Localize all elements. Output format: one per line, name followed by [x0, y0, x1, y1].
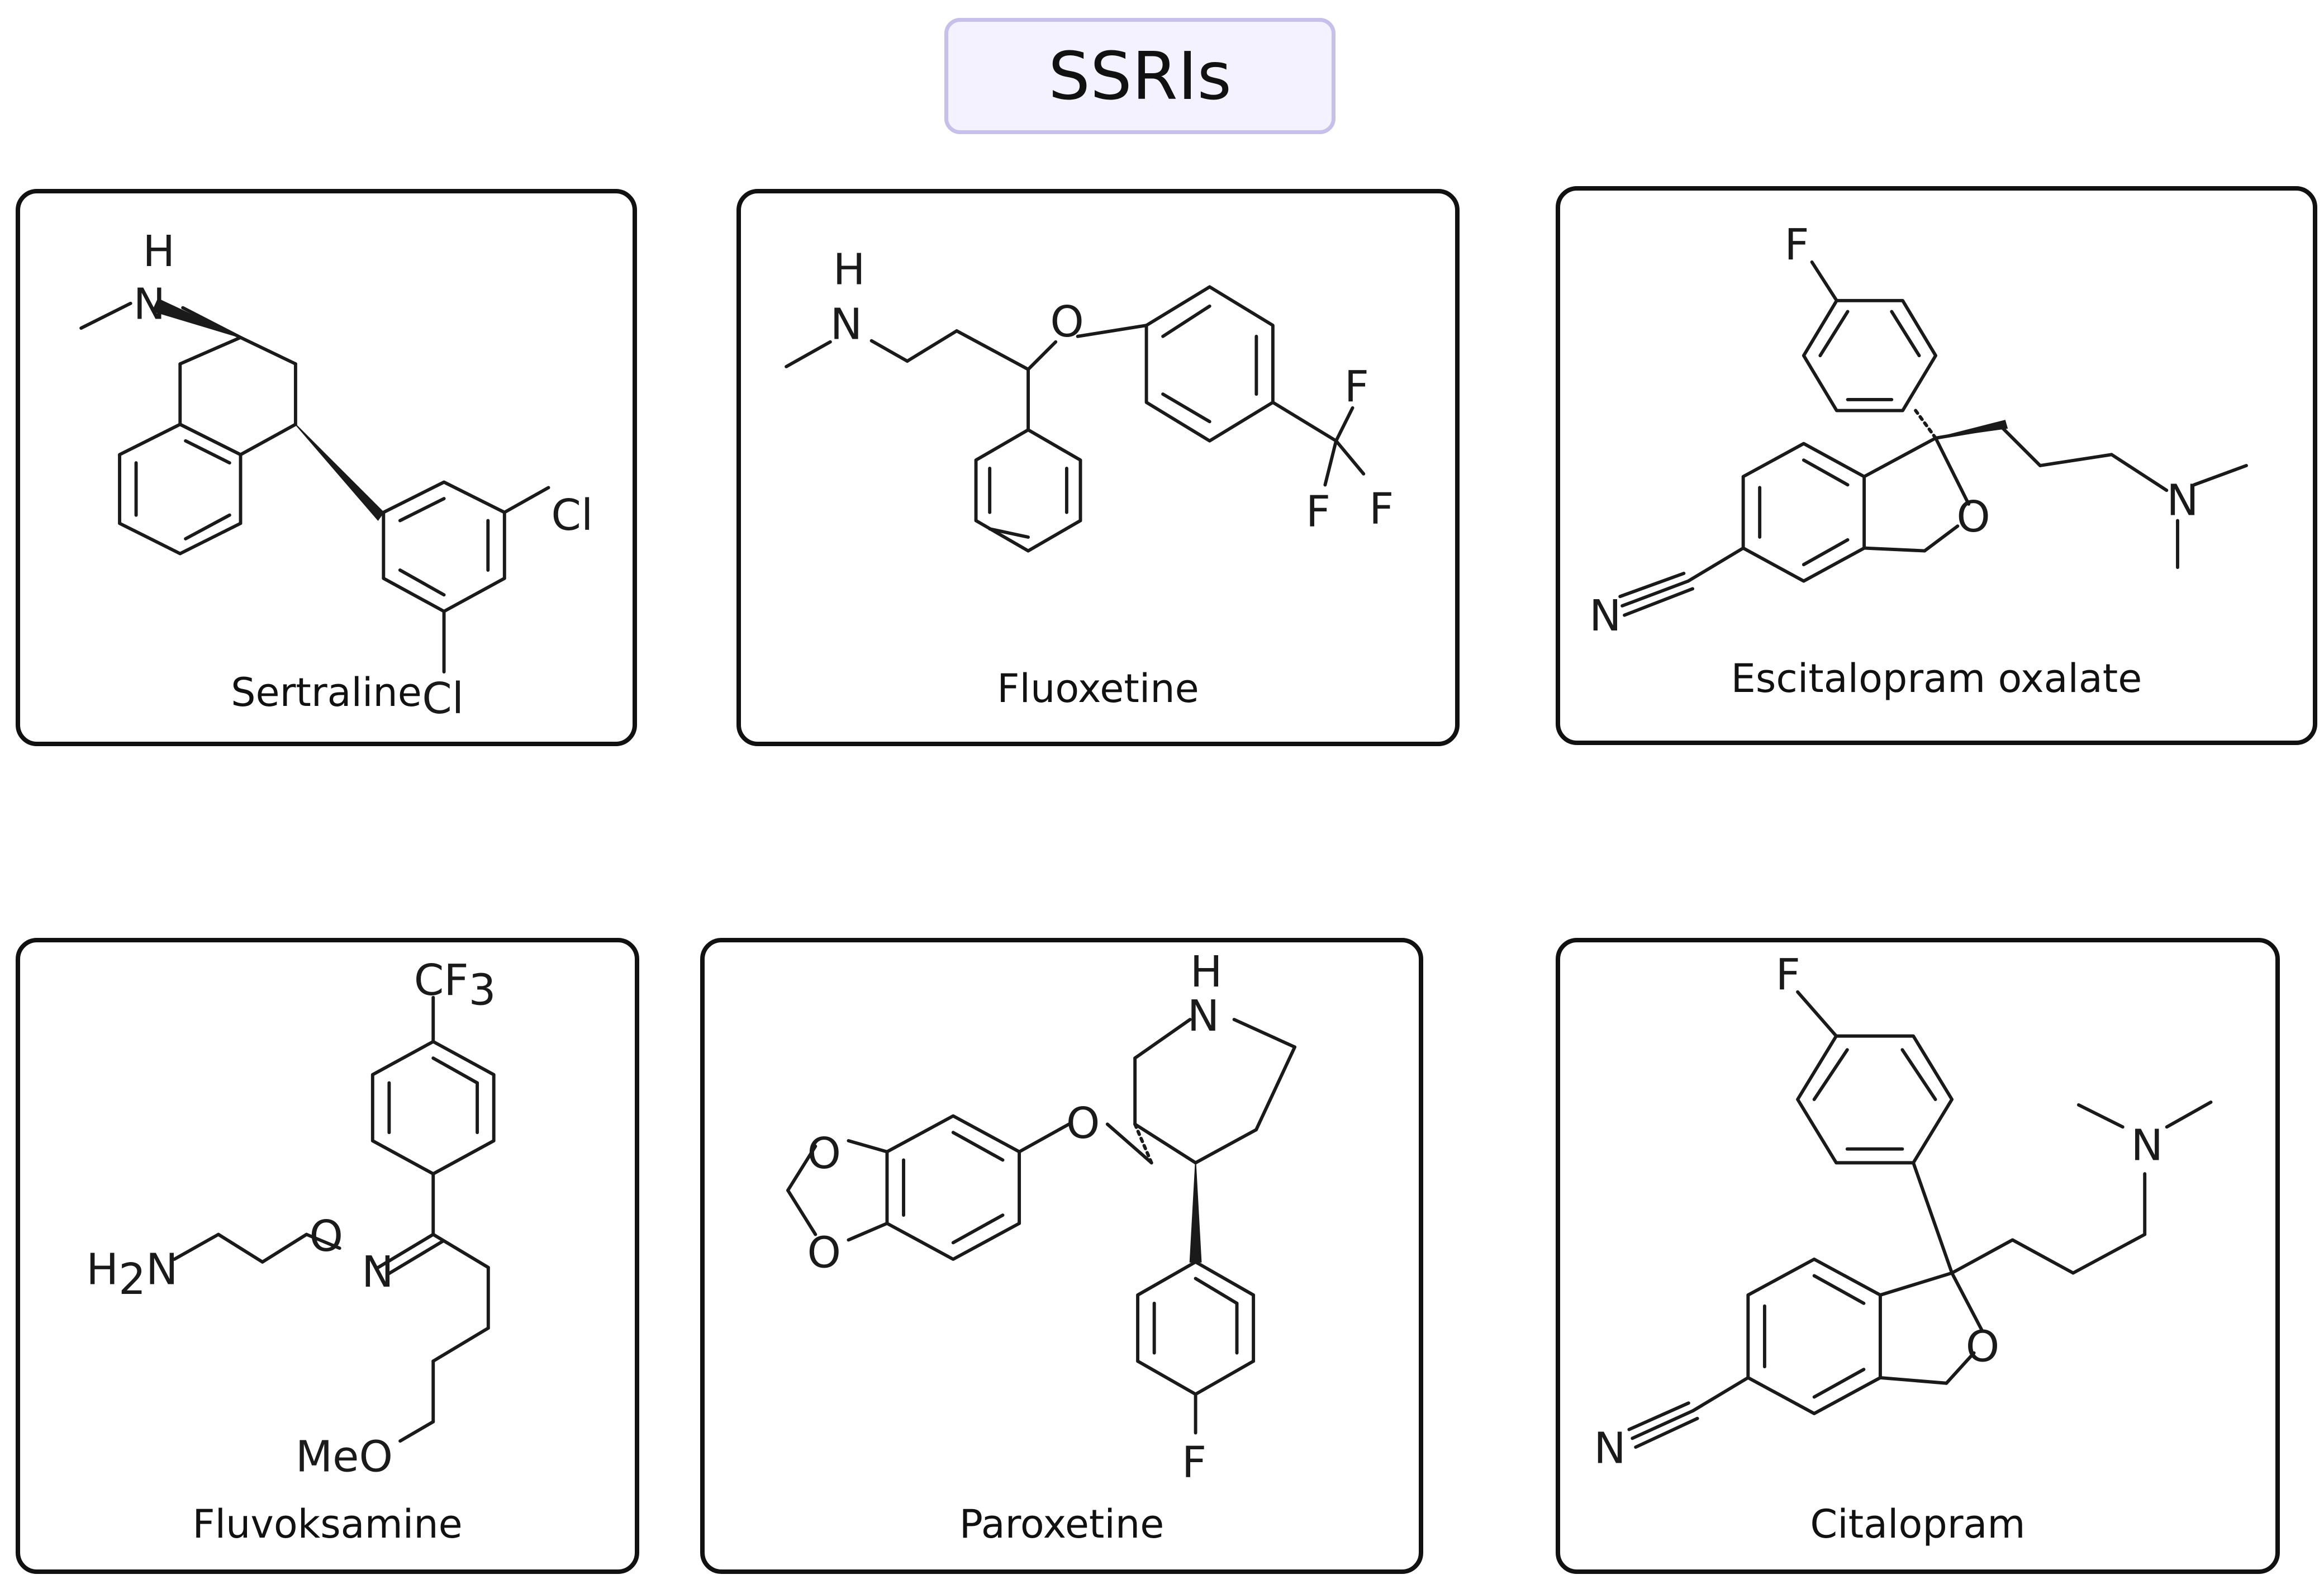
- citalopram-bonds: [1627, 990, 2213, 1449]
- paroxetine-atom-h: H: [1190, 947, 1223, 997]
- paroxetine-structure: O O O H N F: [786, 947, 1297, 1487]
- fluvoksamine-atom-meo: MeO: [296, 1432, 393, 1482]
- sertraline-atom-cl1: Cl: [551, 491, 593, 540]
- paroxetine-atom-o3: O: [1066, 1099, 1100, 1149]
- page-title: SSRIs: [1048, 37, 1232, 115]
- compound-card-paroxetine: O O O H N F Paroxetine: [700, 938, 1423, 1574]
- citalopram-atom-n-nitrile: N: [1594, 1424, 1626, 1474]
- fluvoksamine-atom-n-oxime: N: [362, 1248, 394, 1297]
- paroxetine-atom-o2: O: [807, 1229, 841, 1278]
- compound-name: Escitalopram oxalate: [1731, 656, 2142, 701]
- compound-name: Paroxetine: [959, 1501, 1165, 1547]
- escitalopram-bonds: [1618, 260, 2248, 617]
- fluvoksamine-atom-o-ether: O: [309, 1212, 343, 1261]
- sertraline-structure: H N Cl Cl: [79, 227, 593, 724]
- sertraline-stereo-wedges: [151, 298, 384, 521]
- escitalopram-atom-f: F: [1784, 220, 1809, 270]
- fluoxetine-bonds: [785, 285, 1366, 553]
- paroxetine-atom-n: N: [1187, 992, 1220, 1041]
- fluoxetine-atom-h: H: [833, 245, 866, 295]
- escitalopram-atom-n-nitrile: N: [1589, 591, 1621, 641]
- compound-name: Sertraline: [231, 670, 422, 715]
- fluoxetine-structure: H N O F F F: [785, 245, 1394, 553]
- paroxetine-stereo: [1133, 1122, 1202, 1263]
- sertraline-bonds: [79, 301, 550, 674]
- citalopram-structure: F O N N: [1594, 950, 2213, 1474]
- escitalopram-atom-o: O: [1956, 492, 1990, 542]
- compound-card-escitalopram-oxalate: F O N N Escitalopram oxalate: [1556, 186, 2317, 745]
- escitalopram-stereo: [1912, 406, 2008, 440]
- escitalopram-structure: F O N N: [1589, 220, 2248, 641]
- sertraline-atom-h: H: [142, 227, 175, 277]
- fluvoksamine-structure: CF3 H2N O N MeO: [86, 956, 496, 1482]
- compound-name: Fluoxetine: [997, 666, 1199, 712]
- sertraline-atom-n: N: [134, 279, 165, 329]
- citalopram-atom-f: F: [1776, 950, 1800, 1000]
- paroxetine-atom-f: F: [1182, 1438, 1206, 1487]
- fluoxetine-atom-f1: F: [1344, 362, 1369, 412]
- sertraline-atom-cl2: Cl: [422, 674, 464, 724]
- compound-card-fluvoksamine: CF3 H2N O N MeO Fluvoksamine: [16, 938, 639, 1574]
- fluoxetine-atom-f2: F: [1369, 484, 1394, 534]
- citalopram-atom-o: O: [1966, 1322, 2000, 1372]
- fluoxetine-atom-o: O: [1050, 297, 1083, 347]
- title-box: SSRIs: [944, 18, 1336, 134]
- fluvoksamine-atom-cf: CF3: [414, 956, 496, 1016]
- compound-name: Fluvoksamine: [192, 1501, 463, 1547]
- fluvoksamine-bonds: [173, 995, 496, 1443]
- citalopram-atom-n-amine: N: [2131, 1121, 2164, 1170]
- compound-card-sertraline: H N Cl Cl Sertraline: [16, 189, 637, 746]
- paroxetine-atom-o1: O: [807, 1129, 841, 1179]
- fluoxetine-atom-n: N: [830, 300, 862, 350]
- escitalopram-atom-n-amine: N: [2166, 476, 2198, 526]
- fluvoksamine-atom-h2n: H2N: [86, 1245, 178, 1305]
- paroxetine-bonds: [786, 1018, 1297, 1435]
- compound-name: Citalopram: [1810, 1501, 2026, 1547]
- compound-card-citalopram: F O N N Citalopram: [1556, 938, 2280, 1574]
- fluoxetine-atom-f3: F: [1306, 487, 1330, 537]
- compound-card-fluoxetine: H N O F F F Fluoxetine: [736, 189, 1460, 746]
